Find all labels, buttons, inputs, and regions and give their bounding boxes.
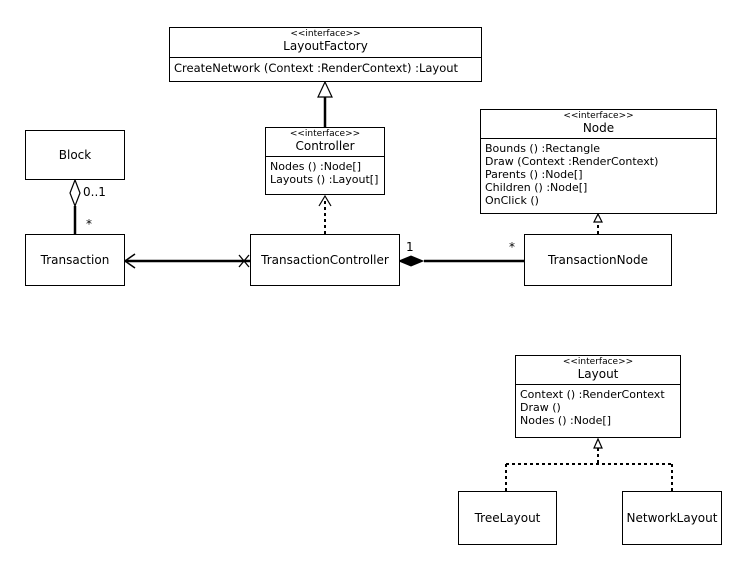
controller-header: <<interface>> Controller <box>266 128 384 157</box>
aggregation-diamond <box>69 178 81 208</box>
block-class[interactable]: Block <box>25 130 125 180</box>
controller-op: Layouts () :Layout[] <box>270 173 379 186</box>
transaction-name: Transaction <box>40 253 110 267</box>
layout-realization-arrowhead <box>593 437 603 449</box>
node-header: <<interface>> Node <box>481 110 716 139</box>
node-name: Node <box>582 121 615 135</box>
layout-op: Context () :RenderContext <box>520 388 665 401</box>
layout-op: Nodes () :Node[] <box>520 414 612 427</box>
controller-operations: Nodes () :Node[] Layouts () :Layout[] <box>266 157 384 189</box>
node-op: Draw (Context :RenderContext) <box>485 155 659 168</box>
controller-name: Controller <box>295 139 355 153</box>
node-class[interactable]: <<interface>> Node Bounds () :Rectangle … <box>480 109 717 214</box>
transactionnode-realization-arrowhead <box>593 212 603 223</box>
layout-name: Layout <box>577 367 619 381</box>
layout-class[interactable]: <<interface>> Layout Context () :RenderC… <box>515 355 681 438</box>
layout-operations: Context () :RenderContext Draw () Nodes … <box>516 385 680 430</box>
layout-factory-op: CreateNetwork (Context :RenderContext) :… <box>174 61 459 75</box>
association-arrowhead <box>123 253 136 269</box>
network-layout-class[interactable]: NetworkLayout <box>622 491 722 545</box>
transaction-class[interactable]: Transaction <box>25 234 125 286</box>
node-op: Bounds () :Rectangle <box>485 142 601 155</box>
multiplicity-node-end: * <box>509 240 515 254</box>
node-op: Children () :Node[] <box>485 181 588 194</box>
node-stereotype: <<interface>> <box>563 111 634 121</box>
transaction-controller-class[interactable]: TransactionController <box>250 234 400 286</box>
multiplicity-controller-end: 1 <box>406 240 414 254</box>
layout-stereotype: <<interface>> <box>562 357 634 367</box>
layout-factory-stereotype: <<interface>> <box>290 29 361 39</box>
node-op: Parents () :Node[] <box>485 168 583 181</box>
controller-generalization-arrowhead <box>317 80 333 98</box>
controller-stereotype: <<interface>> <box>289 129 361 139</box>
layout-factory-class[interactable]: <<interface>> LayoutFactory CreateNetwor… <box>169 27 482 82</box>
layout-header: <<interface>> Layout <box>516 356 680 385</box>
layout-op: Draw () <box>520 401 561 414</box>
network-layout-name: NetworkLayout <box>626 511 718 525</box>
multiplicity-transaction-end: * <box>86 217 92 231</box>
controller-class[interactable]: <<interface>> Controller Nodes () :Node[… <box>265 127 385 195</box>
transactioncontroller-realization-arrowhead <box>318 194 332 207</box>
multiplicity-block-end: 0..1 <box>83 185 106 199</box>
association-x-mark-b <box>238 254 250 268</box>
composition-diamond <box>397 255 425 267</box>
tree-layout-name: TreeLayout <box>474 511 541 525</box>
block-name: Block <box>58 148 92 162</box>
layout-factory-name: LayoutFactory <box>283 39 368 53</box>
node-operations: Bounds () :Rectangle Draw (Context :Rend… <box>481 139 716 210</box>
node-op: OnClick () <box>485 194 539 207</box>
layout-factory-header: <<interface>> LayoutFactory <box>170 28 481 58</box>
layout-factory-operations: CreateNetwork (Context :RenderContext) :… <box>170 58 481 78</box>
transaction-node-name: TransactionNode <box>548 253 648 267</box>
transaction-controller-name: TransactionController <box>261 253 389 267</box>
transaction-node-class[interactable]: TransactionNode <box>524 234 672 286</box>
controller-op: Nodes () :Node[] <box>270 160 362 173</box>
tree-layout-class[interactable]: TreeLayout <box>458 491 557 545</box>
